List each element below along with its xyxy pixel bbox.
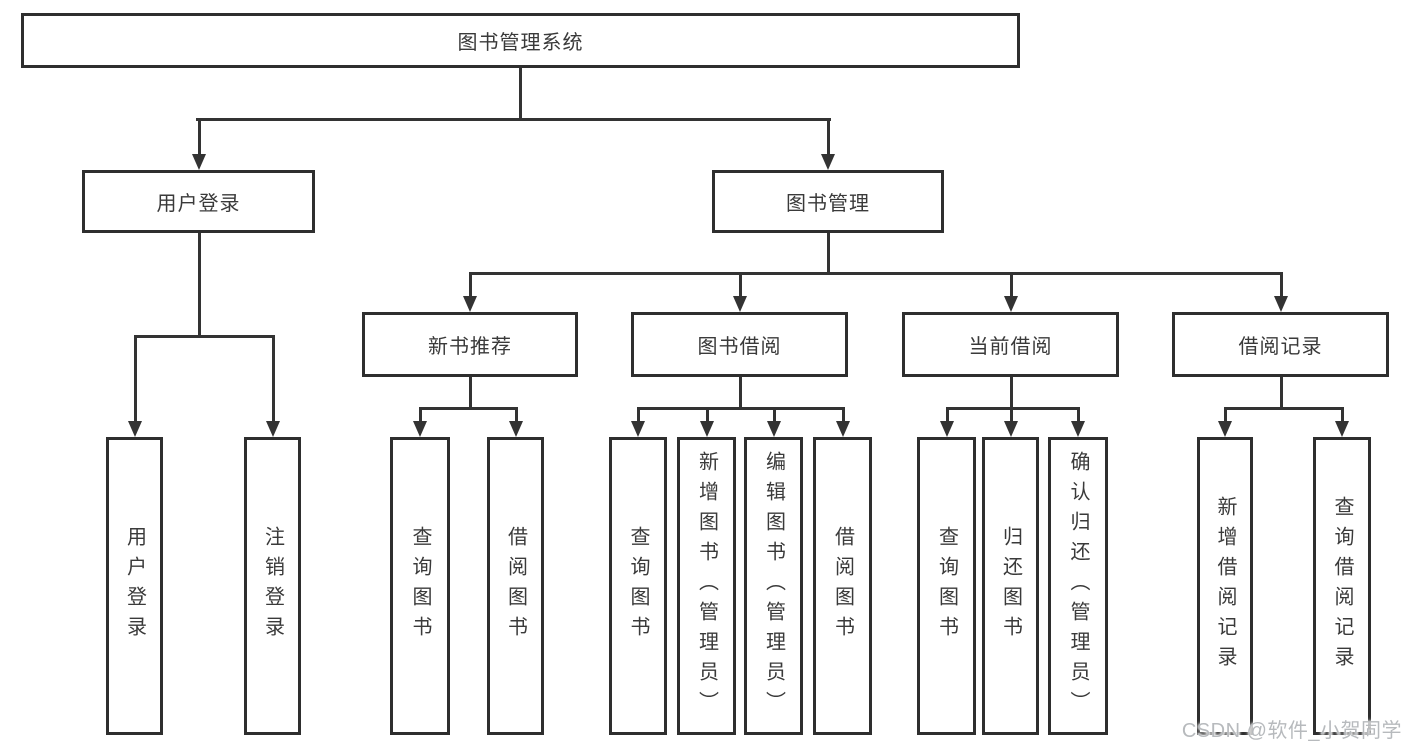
leaf-add-borrow-record-label: 新增借阅记录 (1214, 496, 1236, 676)
arrow-down-icon (1335, 421, 1349, 437)
node-book-management: 图书管理 (712, 170, 944, 233)
connector-line (945, 407, 949, 421)
node-new-book-recommendation: 新书推荐 (362, 312, 578, 377)
connector-line (738, 377, 742, 410)
leaf-query-books-borrowing: 查询图书 (609, 437, 667, 735)
node-book-borrowing: 图书借阅 (631, 312, 848, 377)
arrow-down-icon (1071, 421, 1085, 437)
connector-line (1009, 272, 1013, 296)
connector-line (738, 272, 742, 296)
connector-line (1009, 377, 1013, 410)
node-new-book-recommendation-label: 新书推荐 (428, 336, 512, 358)
connector-line (133, 335, 275, 338)
arrow-down-icon (128, 421, 142, 437)
arrow-down-icon (1218, 421, 1232, 437)
leaf-confirm-return-admin-label: 确认归还（管理员） (1067, 451, 1089, 721)
leaf-query-books-current: 查询图书 (917, 437, 976, 735)
arrow-down-icon (413, 421, 427, 437)
arrow-down-icon (1274, 296, 1288, 312)
leaf-query-books-current-label: 查询图书 (935, 526, 958, 646)
leaf-logout-login-label: 注销登录 (261, 526, 284, 646)
connector-line (826, 118, 830, 154)
node-book-management-label: 图书管理 (786, 193, 870, 215)
connector-line (418, 407, 518, 410)
leaf-user-login-label: 用户登录 (123, 526, 146, 646)
leaf-query-books-borrowing-label: 查询图书 (627, 526, 649, 646)
leaf-edit-books-admin: 编辑图书（管理员） (744, 437, 803, 735)
arrow-down-icon (192, 154, 206, 170)
leaf-query-borrow-record-label: 查询借阅记录 (1331, 496, 1353, 676)
connector-line (1223, 407, 1227, 421)
watermark: CSDN @软件_小贺同学 (1181, 720, 1402, 742)
node-borrowing-records-label: 借阅记录 (1238, 336, 1323, 358)
connector-line (271, 335, 275, 421)
leaf-confirm-return-admin: 确认归还（管理员） (1048, 437, 1108, 735)
connector-line (636, 407, 845, 410)
arrow-down-icon (266, 421, 280, 437)
connector-line (636, 407, 640, 421)
leaf-query-borrow-record: 查询借阅记录 (1313, 437, 1371, 735)
arrow-down-icon (836, 421, 850, 437)
connector-line (197, 118, 201, 154)
arrow-down-icon (1004, 421, 1018, 437)
connector-line (1009, 407, 1013, 421)
arrow-down-icon (463, 296, 477, 312)
node-user-login: 用户登录 (82, 170, 315, 233)
node-borrowing-records: 借阅记录 (1172, 312, 1389, 377)
connector-line (1223, 407, 1344, 410)
leaf-user-login: 用户登录 (106, 437, 163, 735)
leaf-borrow-books-recommend-label: 借阅图书 (504, 526, 527, 646)
connector-line (1279, 377, 1283, 410)
connector-line (826, 233, 830, 275)
arrow-down-icon (767, 421, 781, 437)
leaf-return-books: 归还图书 (982, 437, 1039, 735)
arrow-down-icon (700, 421, 714, 437)
connector-line (841, 407, 845, 421)
node-user-login-label: 用户登录 (156, 193, 241, 215)
arrow-down-icon (631, 421, 645, 437)
connector-line (1279, 272, 1283, 296)
connector-line (468, 377, 472, 410)
leaf-add-books-admin-label: 新增图书（管理员） (695, 451, 718, 721)
node-current-borrowing: 当前借阅 (902, 312, 1119, 377)
arrow-down-icon (1004, 296, 1018, 312)
leaf-borrow-books-borrowing: 借阅图书 (813, 437, 872, 735)
connector-line (418, 407, 422, 421)
connector-line (514, 407, 518, 421)
leaf-borrow-books-recommend: 借阅图书 (487, 437, 544, 735)
connector-line (705, 407, 709, 421)
node-book-borrowing-label: 图书借阅 (697, 336, 782, 358)
node-library-management-system: 图书管理系统 (21, 13, 1020, 68)
connector-line (518, 68, 522, 121)
connector-line (133, 335, 137, 421)
connector-line (1076, 407, 1080, 421)
leaf-add-books-admin: 新增图书（管理员） (677, 437, 736, 735)
leaf-add-borrow-record: 新增借阅记录 (1197, 437, 1253, 735)
connector-line (197, 233, 201, 338)
leaf-query-books-recommend: 查询图书 (390, 437, 450, 735)
connector-line (468, 272, 472, 296)
connector-line (772, 407, 776, 421)
connector-line (468, 272, 1283, 275)
leaf-query-books-recommend-label: 查询图书 (409, 526, 431, 646)
arrow-down-icon (509, 421, 523, 437)
arrow-down-icon (940, 421, 954, 437)
leaf-borrow-books-borrowing-label: 借阅图书 (831, 526, 854, 646)
arrow-down-icon (821, 154, 835, 170)
arrow-down-icon (733, 296, 747, 312)
node-current-borrowing-label: 当前借阅 (968, 336, 1053, 358)
leaf-return-books-label: 归还图书 (999, 526, 1022, 646)
leaf-edit-books-admin-label: 编辑图书（管理员） (762, 451, 785, 721)
node-library-management-system-label: 图书管理系统 (457, 32, 584, 54)
leaf-logout-login: 注销登录 (244, 437, 301, 735)
connector-line (945, 407, 1080, 410)
connector-line (195, 118, 831, 121)
connector-line (1340, 407, 1344, 421)
